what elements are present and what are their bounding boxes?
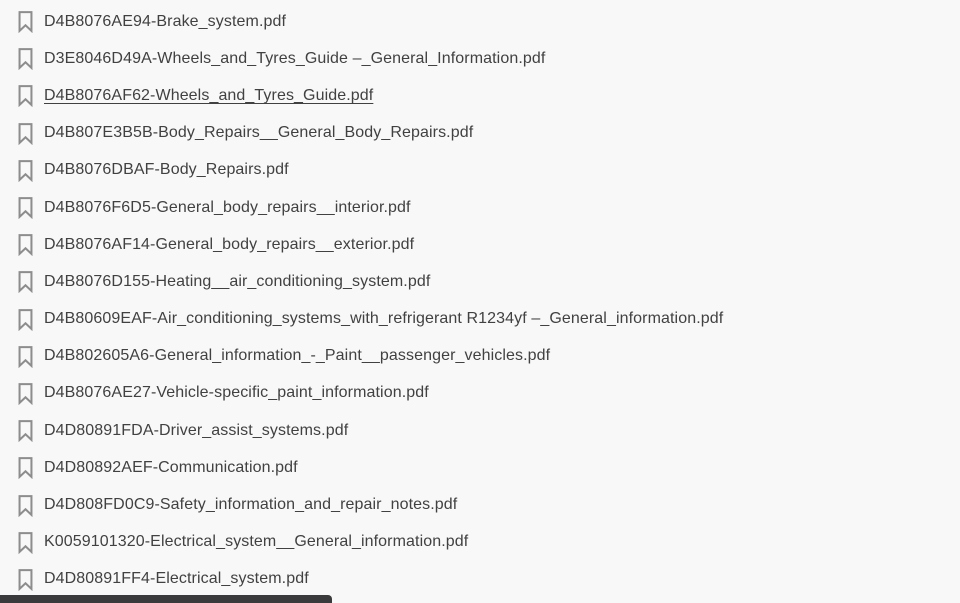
list-item: D4B807E3B5B-Body_Repairs__General_Body_R… — [16, 115, 960, 152]
list-item: D4B8076D155-Heating__air_conditioning_sy… — [16, 263, 960, 300]
bookmark-icon — [16, 344, 34, 368]
bookmark-icon — [16, 121, 34, 145]
pdf-link[interactable]: D4D808FD0C9-Safety_information_and_repai… — [44, 496, 458, 514]
list-item: D4D80891FDA-Driver_assist_systems.pdf — [16, 412, 960, 449]
bookmark-icon — [16, 47, 34, 71]
pdf-link[interactable]: D3E8046D49A-Wheels_and_Tyres_Guide –_Gen… — [44, 49, 546, 67]
bookmark-icon — [16, 233, 34, 257]
bookmark-icon — [16, 530, 34, 554]
list-item: K0059101320-Electrical_system__General_i… — [16, 524, 960, 561]
link-preview-status-bar — [0, 595, 332, 603]
pdf-link[interactable]: D4B8076AE94-Brake_system.pdf — [44, 12, 287, 30]
bookmark-icon — [16, 196, 34, 220]
list-item: D4B8076AE27-Vehicle-specific_paint_infor… — [16, 375, 960, 412]
bookmark-icon — [16, 270, 34, 294]
list-item: D4B802605A6-General_information_-_Paint_… — [16, 338, 960, 375]
list-item: D3E8046D49A-Wheels_and_Tyres_Guide –_Gen… — [16, 40, 960, 77]
pdf-link[interactable]: D4B8076AF14-General_body_repairs__exteri… — [44, 235, 415, 253]
bookmark-icon — [16, 84, 34, 108]
bookmark-icon — [16, 307, 34, 331]
list-item: D4B8076AE94-Brake_system.pdf — [16, 3, 960, 40]
list-item: D4B8076DBAF-Body_Repairs.pdf — [16, 152, 960, 189]
bookmark-icon — [16, 10, 34, 34]
list-item: D4B8076F6D5-General_body_repairs__interi… — [16, 189, 960, 226]
list-item: D4B8076AF62-Wheels_and_Tyres_Guide.pdf — [16, 77, 960, 114]
pdf-link[interactable]: D4D80891FF4-Electrical_system.pdf — [44, 570, 309, 588]
bookmark-icon — [16, 419, 34, 443]
pdf-link[interactable]: D4B8076F6D5-General_body_repairs__interi… — [44, 198, 411, 216]
pdf-link[interactable]: D4B807E3B5B-Body_Repairs__General_Body_R… — [44, 124, 474, 142]
bookmark-icon — [16, 456, 34, 480]
list-item: D4D80892AEF-Communication.pdf — [16, 449, 960, 486]
pdf-link[interactable]: D4B802605A6-General_information_-_Paint_… — [44, 347, 551, 365]
pdf-link[interactable]: D4B8076AF62-Wheels_and_Tyres_Guide.pdf — [44, 86, 374, 104]
list-item: D4D80891FF4-Electrical_system.pdf — [16, 561, 960, 598]
pdf-link[interactable]: D4B8076AE27-Vehicle-specific_paint_infor… — [44, 384, 429, 402]
pdf-link[interactable]: D4D80892AEF-Communication.pdf — [44, 458, 298, 476]
list-item: D4D808FD0C9-Safety_information_and_repai… — [16, 486, 960, 523]
pdf-link[interactable]: D4D80891FDA-Driver_assist_systems.pdf — [44, 421, 349, 439]
pdf-link[interactable]: D4B80609EAF-Air_conditioning_systems_wit… — [44, 310, 724, 328]
pdf-link[interactable]: D4B8076D155-Heating__air_conditioning_sy… — [44, 272, 431, 290]
pdf-link[interactable]: D4B8076DBAF-Body_Repairs.pdf — [44, 161, 289, 179]
list-item: D4B8076AF14-General_body_repairs__exteri… — [16, 226, 960, 263]
pdf-link[interactable]: K0059101320-Electrical_system__General_i… — [44, 533, 469, 551]
bookmark-icon — [16, 567, 34, 591]
bookmark-icon — [16, 381, 34, 405]
bookmark-icon — [16, 158, 34, 182]
list-item: D4B80609EAF-Air_conditioning_systems_wit… — [16, 301, 960, 338]
bookmark-icon — [16, 493, 34, 517]
